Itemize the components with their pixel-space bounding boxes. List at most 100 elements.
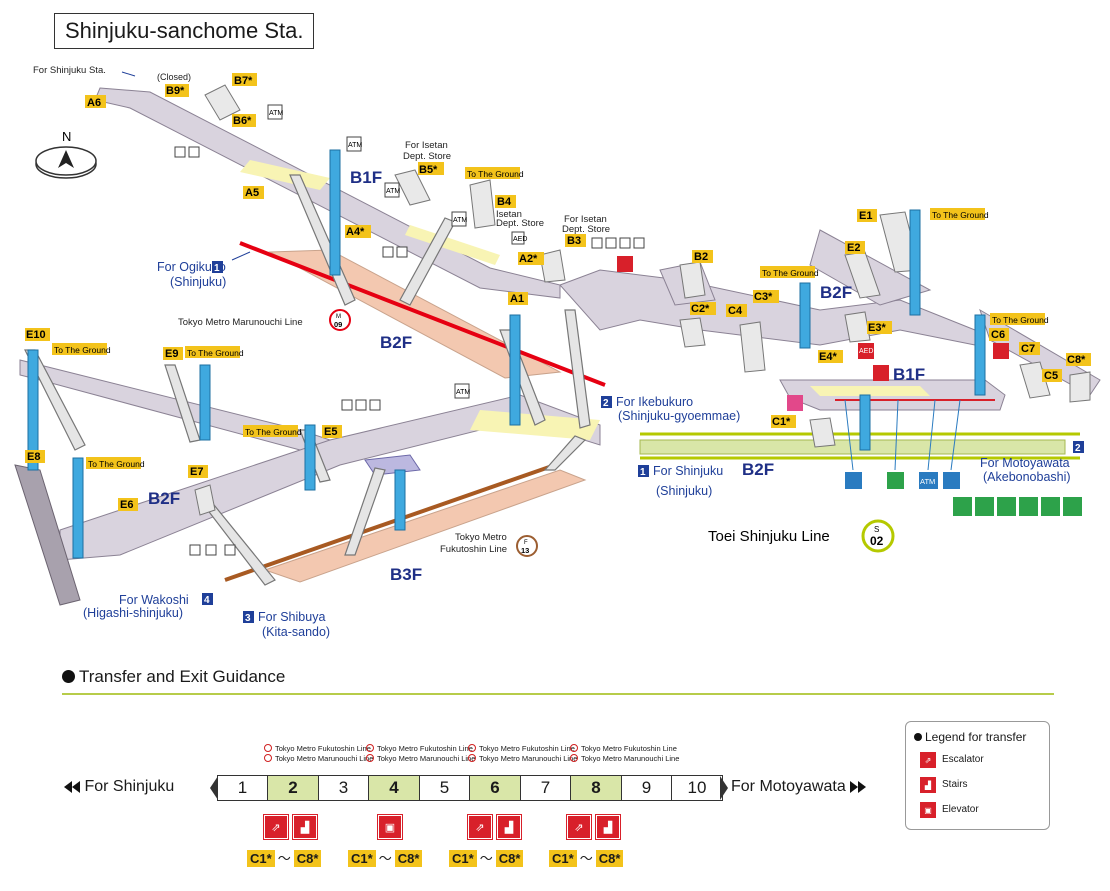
svg-text:4: 4	[204, 595, 210, 606]
car-cell: 6	[469, 775, 521, 801]
fukutoshin-line-label: Tokyo Metro Fukutoshin Line F 13	[440, 532, 538, 557]
to-ground-label: To The Ground	[467, 169, 524, 179]
dest-shinjuku-sta: For Shinjuku Sta.	[33, 65, 106, 76]
svg-text:For Shinjuku: For Shinjuku	[653, 464, 723, 478]
exit-label: E2	[847, 242, 860, 254]
exit-label: E10	[26, 329, 46, 341]
escalator-icon: ⇗	[566, 814, 592, 840]
bullet-icon	[62, 670, 75, 683]
isetan-label: Isetan	[496, 209, 522, 220]
isetan-label: Dept. Store	[403, 151, 451, 162]
exit-label: B5*	[419, 164, 438, 176]
exit-label: C2*	[691, 303, 710, 315]
isetan-label: For Isetan	[405, 140, 448, 151]
car-cell: 5	[418, 775, 471, 801]
atm-icon: ATM	[920, 477, 935, 486]
floor-b2f-west: B2F	[380, 333, 412, 352]
exit-labels: A6 (Closed) B9* B7* B6* A5 B5* B4 A4* A2…	[25, 72, 1091, 511]
car-row: 1 2 3 4 5 6 7 8 9 10	[216, 775, 723, 801]
dest-toei-shinjuku: 1 For Shinjuku (Shinjuku)	[638, 464, 723, 498]
exit-range: C1*～C8*	[247, 848, 322, 867]
svg-text:02: 02	[870, 534, 884, 548]
exit-label: C7	[1021, 343, 1035, 355]
dir-shinjuku: For Shinjuku	[64, 778, 174, 796]
car-row-left-cap	[210, 776, 218, 800]
exit-label: C1*	[772, 416, 791, 428]
svg-text:F: F	[524, 540, 528, 546]
aed-icon: AED	[859, 348, 873, 355]
floor-b3f: B3F	[390, 565, 422, 584]
bullet-icon	[914, 733, 922, 741]
ticket-machine-icon	[224, 544, 236, 556]
exit-label: B9*	[166, 85, 185, 97]
svg-text:(Shinjuku): (Shinjuku)	[656, 484, 712, 498]
svg-text:3: 3	[245, 613, 251, 624]
guide-title: Transfer and Exit Guidance	[62, 667, 285, 687]
exit-label: A6	[87, 97, 101, 109]
exit-label: E5	[324, 426, 337, 438]
svg-text:Tokyo Metro Marunouchi Line: Tokyo Metro Marunouchi Line	[178, 317, 303, 328]
exit-label: E3*	[868, 322, 886, 334]
svg-text:Tokyo Metro: Tokyo Metro	[455, 532, 507, 543]
svg-text:For Wakoshi: For Wakoshi	[119, 593, 189, 607]
svg-text:1: 1	[214, 263, 220, 274]
toei-line-label: Toei Shinjuku Line S 02	[708, 519, 895, 553]
fare-adjust-icon	[396, 246, 408, 258]
exit-label: C4	[728, 305, 743, 317]
to-ground-tags: To The Ground To The Ground To The Groun…	[52, 167, 1049, 469]
exit-label: E6	[120, 499, 133, 511]
stairs-icon: ▟	[496, 814, 522, 840]
svg-text:For Shibuya: For Shibuya	[258, 610, 325, 624]
exit-range: C1*～C8*	[449, 848, 524, 867]
exit-label: A1	[510, 293, 524, 305]
dest-motoyawata: 2 For Motoyawata (Akebonobashi)	[980, 441, 1084, 484]
svg-text:M: M	[336, 314, 341, 320]
exit-label: C8*	[1067, 354, 1086, 366]
legend-label: Elevator	[942, 804, 979, 815]
to-ground-label: To The Ground	[992, 315, 1049, 325]
fare-adjust-icon	[188, 146, 200, 158]
car-cell: 4	[368, 775, 420, 801]
aed-icon: AED	[513, 236, 527, 243]
svg-text:2: 2	[603, 398, 609, 409]
svg-text:Fukutoshin Line: Fukutoshin Line	[440, 544, 507, 555]
toilet-icon	[787, 395, 803, 411]
car-cell: 1	[216, 775, 269, 801]
exit-range: C1*～C8*	[549, 848, 624, 867]
svg-text:For Motoyawata: For Motoyawata	[980, 456, 1070, 470]
floor-b2f-toei: B2F	[742, 460, 774, 479]
dest-ikebukuro: 2 For Ikebukuro (Shinjuku-gyoemmae)	[601, 395, 740, 423]
accessible-icon	[355, 399, 367, 411]
car-cell: 9	[620, 775, 673, 801]
exit-range: C1*～C8*	[348, 848, 423, 867]
atm-icon: ATM	[456, 389, 470, 396]
accessible-icon	[605, 237, 617, 249]
floor-b1f-west: B1F	[350, 168, 382, 187]
exit-label: C6	[991, 329, 1005, 341]
ticket-machine-icon	[174, 146, 186, 158]
elevator-icon: ▣	[377, 814, 403, 840]
exit-label: A2*	[519, 253, 538, 265]
to-ground-label: To The Ground	[187, 348, 244, 358]
elevator-icon	[993, 343, 1009, 359]
fare-adjust-icon	[205, 544, 217, 556]
toilet-icon	[341, 399, 353, 411]
atm-icon: ATM	[453, 217, 467, 224]
exit-label: B3	[567, 235, 581, 247]
stairs-icon: ▟	[292, 814, 318, 840]
svg-text:(Shinjuku): (Shinjuku)	[170, 275, 226, 289]
svg-text:(Kita-sando): (Kita-sando)	[262, 625, 330, 639]
exit-label: E1	[859, 210, 872, 222]
exit-label: A4*	[346, 226, 365, 238]
car-row-right-cap	[720, 776, 728, 800]
elevator-icon	[873, 365, 889, 381]
dest-wakoshi: For Wakoshi 4 (Higashi-shinjuku)	[83, 593, 213, 620]
car-cell: 7	[519, 775, 572, 801]
isetan-label: Dept. Store	[562, 224, 610, 235]
to-ground-label: To The Ground	[245, 427, 302, 437]
escalator-icon: ⇗	[263, 814, 289, 840]
escalator-icon: ⇗	[920, 752, 936, 768]
